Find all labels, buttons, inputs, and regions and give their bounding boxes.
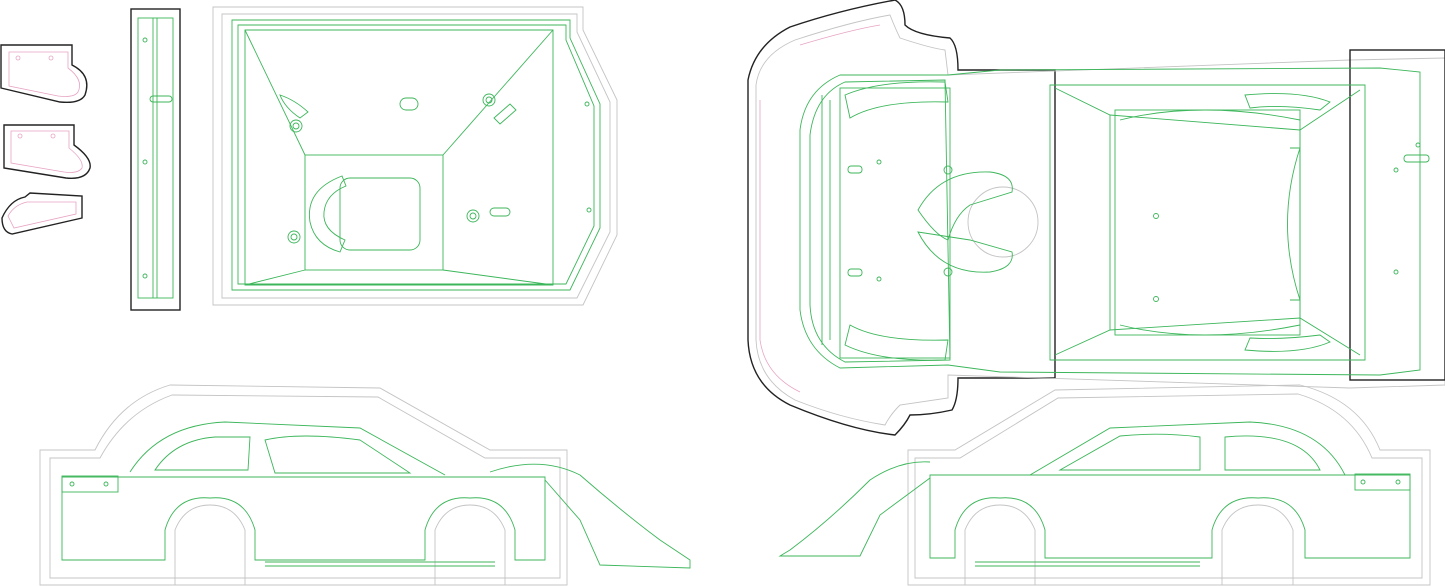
side-strip-panel <box>130 8 181 311</box>
top-view-body <box>747 0 1445 436</box>
right-side-view <box>778 384 1431 586</box>
small-panel-3 <box>1 192 83 235</box>
left-side-view <box>39 384 691 586</box>
small-panel-1 <box>0 44 88 104</box>
small-panel-2 <box>3 124 91 179</box>
interior-floor-pan <box>212 6 618 306</box>
